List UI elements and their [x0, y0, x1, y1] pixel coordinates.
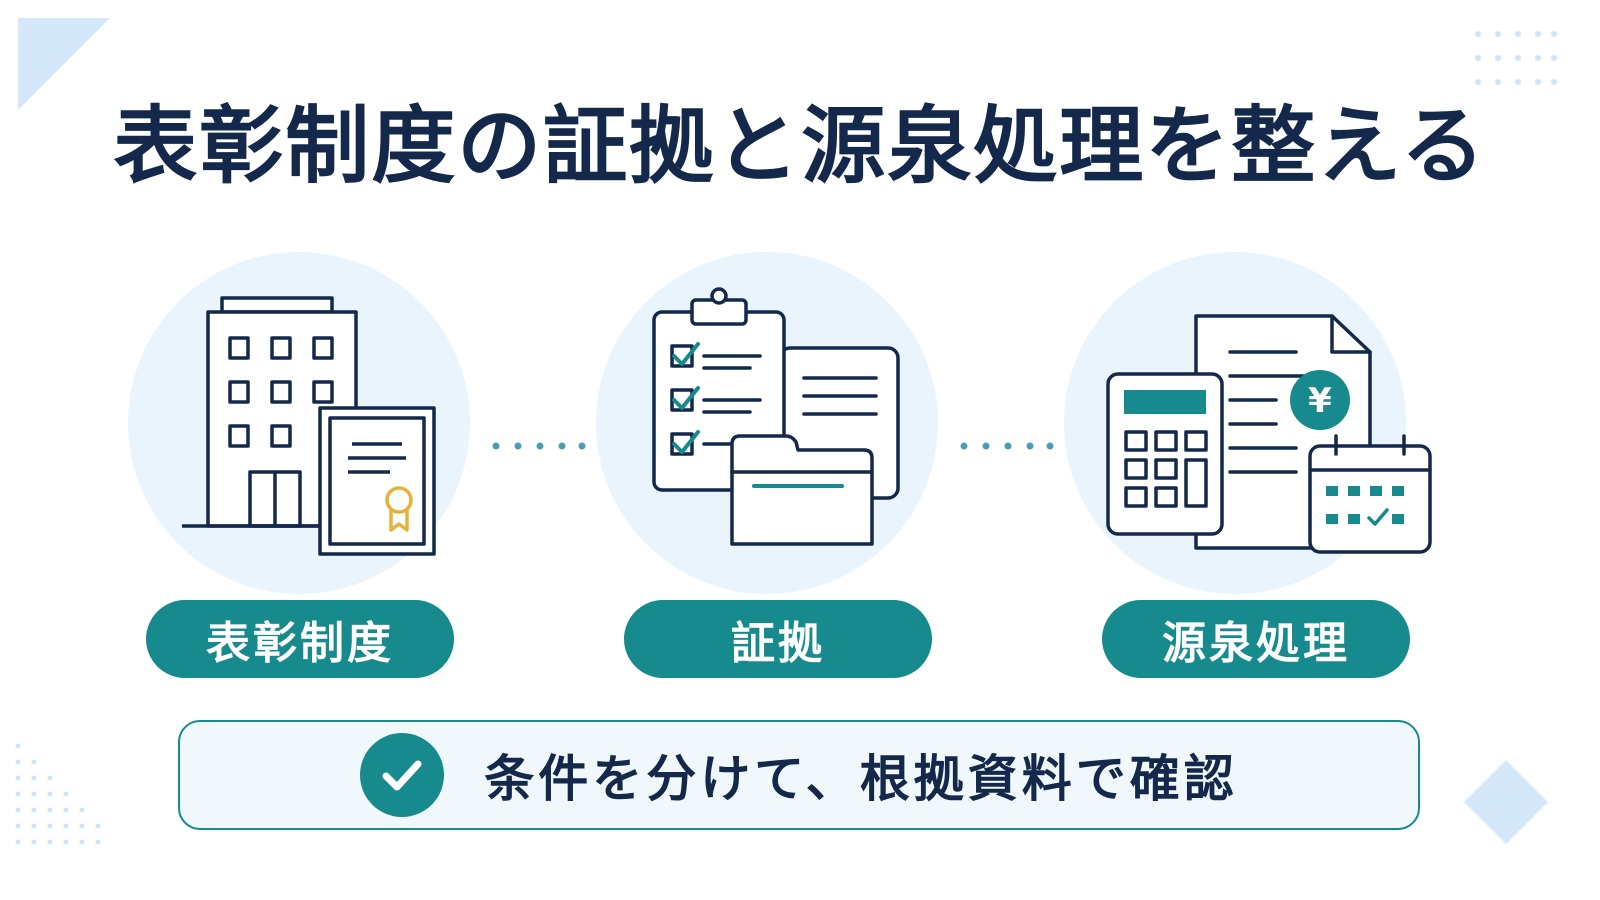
page-title: 表彰制度の証拠と源泉処理を整える	[113, 97, 1487, 195]
step-label-gensen-shori: 源泉処理	[1102, 600, 1410, 678]
dotted-connector	[960, 442, 1054, 450]
corner-triangle-decoration	[18, 18, 110, 110]
summary-box: 条件を分けて、根拠資料で確認	[178, 720, 1420, 830]
dot-grid-decoration-bottom	[15, 743, 101, 845]
building-certificate-icon	[182, 296, 436, 556]
step-label-shoko: 証拠	[624, 600, 932, 678]
step-label-hyosho-seido: 表彰制度	[146, 600, 454, 678]
summary-text: 条件を分けて、根拠資料で確認	[484, 750, 1238, 808]
diamond-decoration	[1464, 760, 1548, 844]
check-circle-icon	[360, 733, 445, 817]
calculator-yen-calendar-icon: ¥	[1106, 314, 1432, 554]
dot-grid-decoration	[1475, 31, 1557, 85]
clipboard-folder-icon	[652, 287, 900, 546]
dotted-connector	[492, 442, 586, 450]
svg-text:¥: ¥	[1308, 381, 1332, 421]
